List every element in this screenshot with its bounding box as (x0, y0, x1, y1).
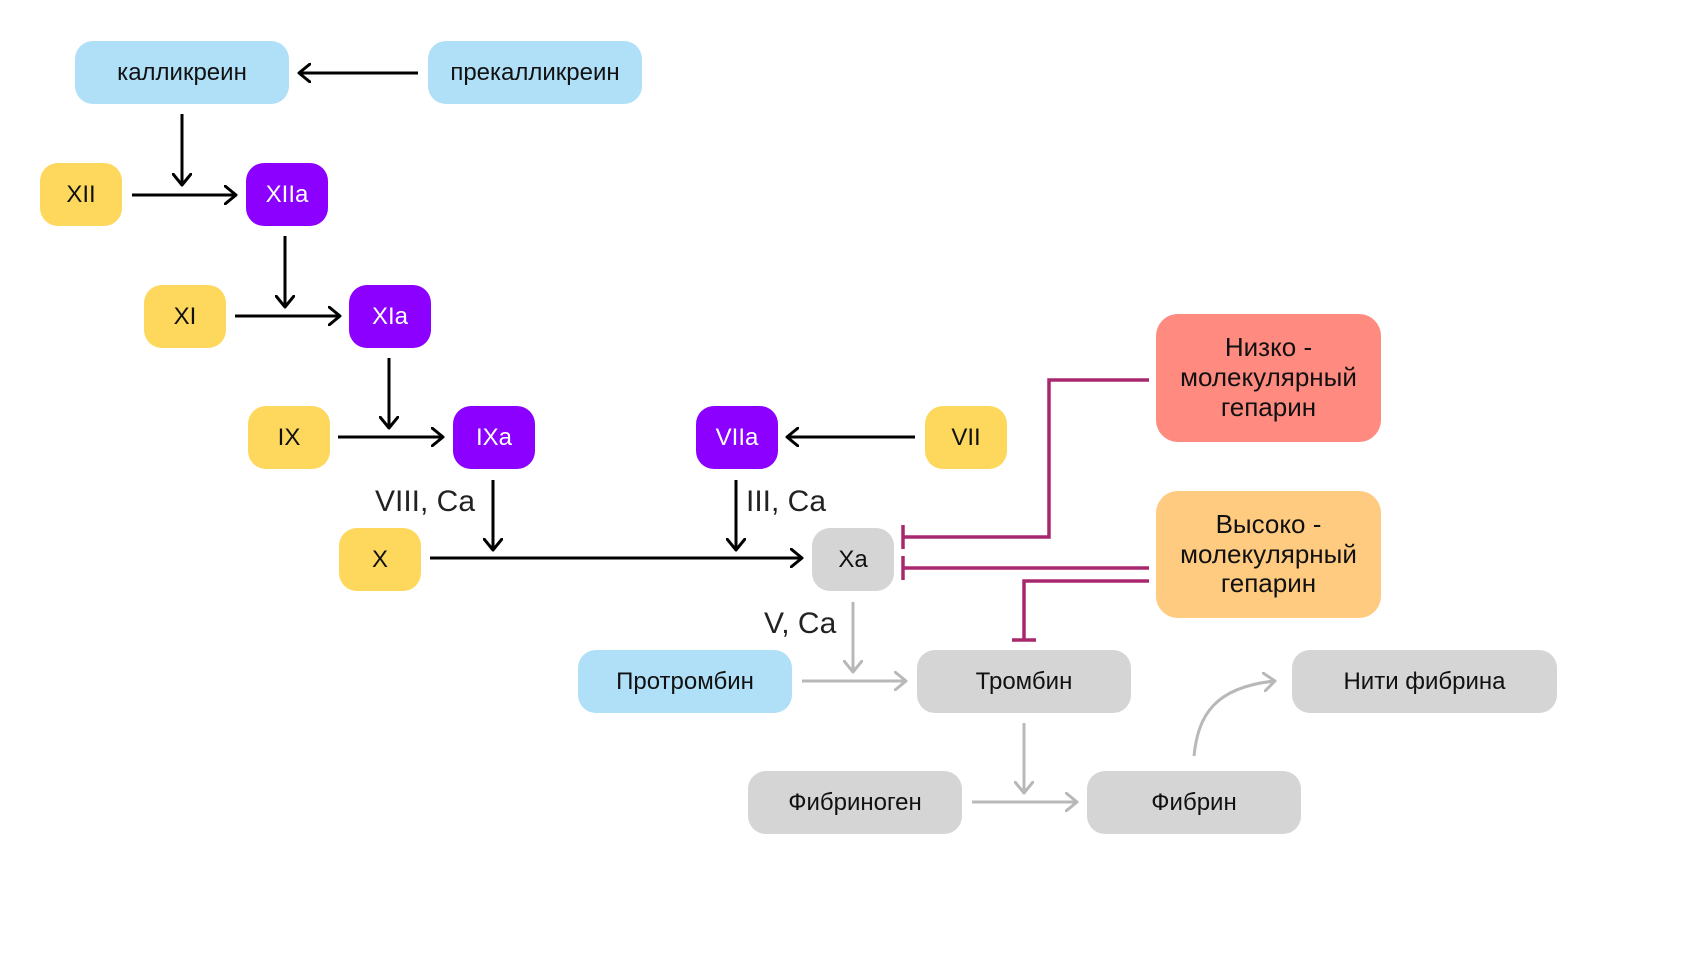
node-vii: VII (925, 406, 1007, 469)
node-xiia: XIIa (246, 163, 328, 226)
node-viia: VIIa (696, 406, 778, 469)
node-prekallikrein: прекалликреин (428, 41, 642, 104)
node-fibrin: Фибрин (1087, 771, 1301, 834)
node-kallikrein: калликреин (75, 41, 289, 104)
node-xa: Xa (812, 528, 894, 591)
node-xi: XI (144, 285, 226, 348)
node-ixa: IXa (453, 406, 535, 469)
node-high-molecular-heparin: Высоко - молекулярный гепарин (1156, 491, 1381, 618)
node-thrombin: Тромбин (917, 650, 1131, 713)
inhibition-lmwh-to-xa (903, 378, 1149, 539)
node-xia: XIa (349, 285, 431, 348)
inhibition-hmwh-to-thrombin (1022, 579, 1149, 640)
label-iii-ca: III, Ca (746, 485, 827, 518)
node-fibrinogen: Фибриноген (748, 771, 962, 834)
node-fibrin-threads: Нити фибрина (1292, 650, 1557, 713)
label-viii-ca: VIII, Ca (375, 485, 476, 518)
arrow-fibrin-to-threads (1192, 681, 1275, 757)
node-ix: IX (248, 406, 330, 469)
label-v-ca: V, Ca (764, 607, 837, 640)
node-low-molecular-heparin: Низко - молекулярный гепарин (1156, 314, 1381, 442)
node-x: X (339, 528, 421, 591)
node-xii: XII (40, 163, 122, 226)
node-prothrombin: Протромбин (578, 650, 792, 713)
